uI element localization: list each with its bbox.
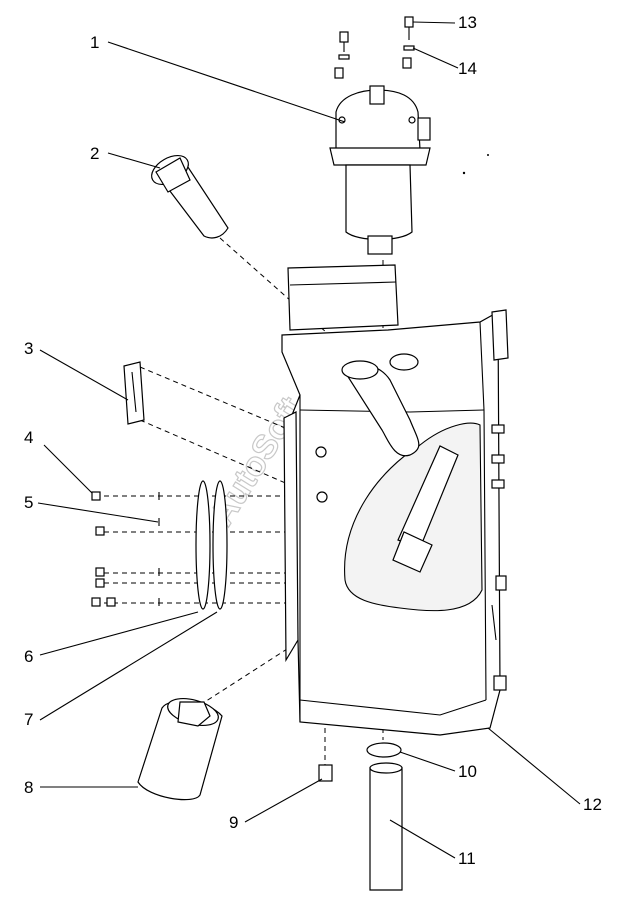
callout-7: 7 — [24, 710, 33, 729]
speck — [462, 171, 466, 175]
callout-numbers: 1 2 3 4 5 6 7 8 9 10 11 12 13 14 — [24, 13, 602, 868]
callout-12: 12 — [583, 795, 602, 814]
callout-9: 9 — [229, 813, 238, 832]
hose-clamp — [366, 742, 402, 758]
speck — [487, 154, 489, 156]
callout-6: 6 — [24, 647, 33, 666]
callout-5: 5 — [24, 493, 33, 512]
breather-filler — [151, 154, 229, 239]
callout-4: 4 — [24, 428, 33, 447]
level-gauge — [123, 361, 145, 425]
drain-plug — [318, 764, 333, 782]
hydraulic-tank — [281, 264, 509, 736]
suction-hose — [369, 762, 403, 891]
callout-11: 11 — [458, 849, 476, 868]
mounting-bolts — [334, 16, 415, 79]
gaskets — [195, 480, 228, 610]
return-filter-assembly — [329, 85, 431, 255]
callout-10: 10 — [458, 762, 477, 781]
callout-2: 2 — [90, 144, 99, 163]
callout-13: 13 — [458, 13, 477, 32]
callout-8: 8 — [24, 778, 33, 797]
leader-lines — [37, 21, 581, 859]
callout-3: 3 — [24, 339, 33, 358]
callout-1: 1 — [90, 33, 99, 52]
screws — [91, 491, 160, 607]
suction-filter — [137, 697, 223, 801]
callout-14: 14 — [458, 59, 477, 78]
